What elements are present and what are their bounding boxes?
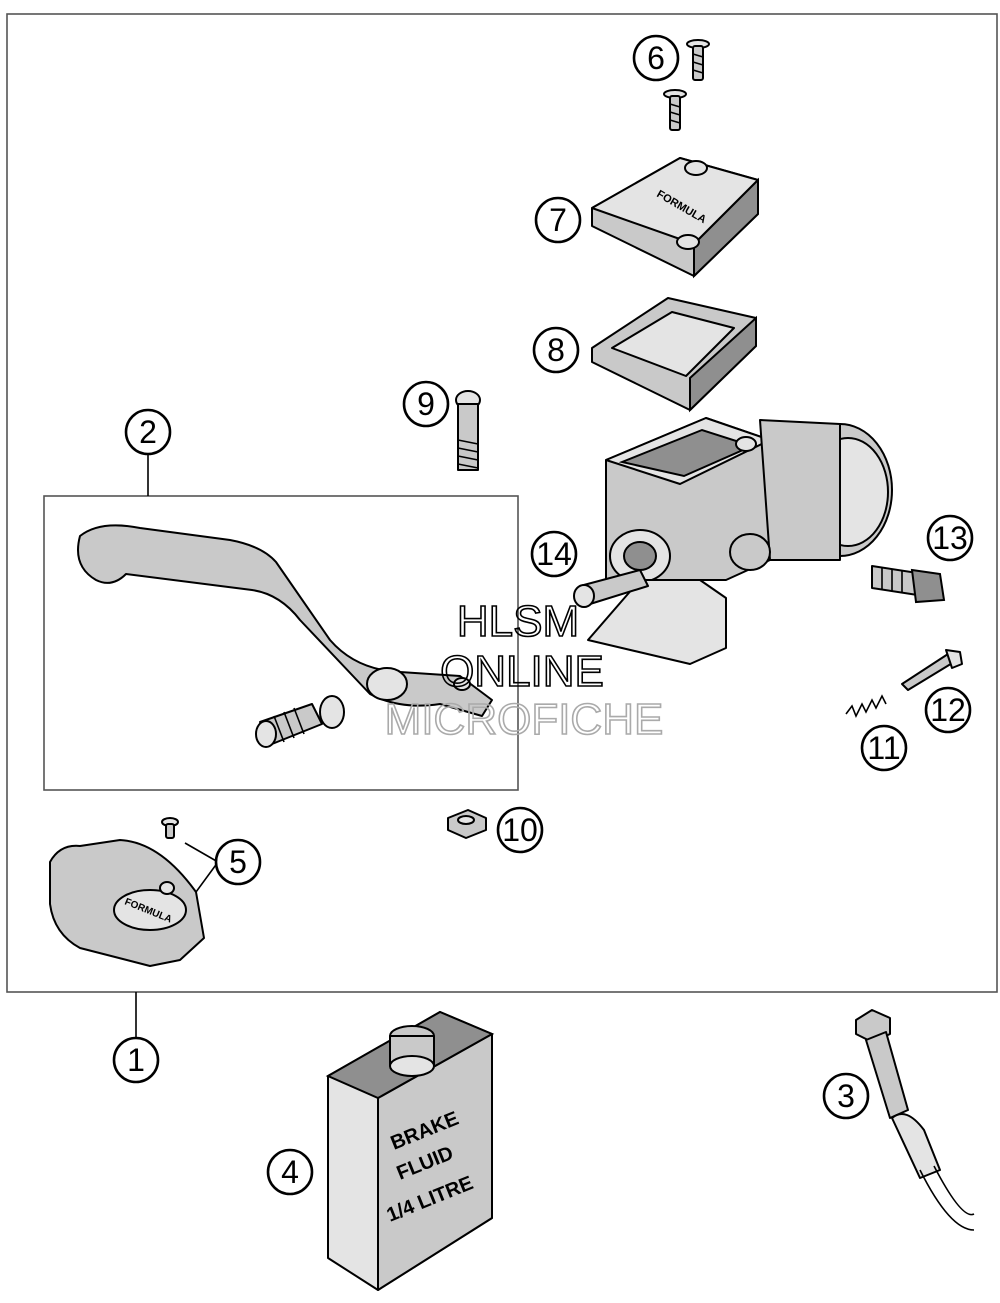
gasket-part-8 bbox=[591, 297, 757, 413]
push-rod-part-14 bbox=[573, 569, 649, 608]
callout-number: 3 bbox=[837, 1078, 855, 1114]
reservoir-cover-part-7: FORMULA bbox=[591, 157, 759, 279]
screw-part-6 bbox=[663, 39, 710, 131]
adjuster-part-13 bbox=[871, 565, 946, 604]
callout-number: 4 bbox=[281, 1154, 299, 1190]
callout-number: 1 bbox=[127, 1042, 145, 1078]
lever-subassembly-frame bbox=[43, 495, 519, 791]
callout-9: 9 bbox=[402, 380, 450, 428]
nut-part-10 bbox=[447, 809, 487, 839]
callout-14: 14 bbox=[530, 530, 578, 578]
callout-number: 13 bbox=[932, 520, 968, 556]
callout-number: 12 bbox=[930, 692, 966, 728]
brake-line-part-3 bbox=[855, 1009, 975, 1231]
callout-number: 8 bbox=[547, 332, 565, 368]
spring-part-11 bbox=[845, 694, 887, 718]
leader-lines bbox=[135, 452, 219, 1040]
watermark-line1: HLSM bbox=[457, 597, 579, 646]
callout-5: 5 bbox=[214, 838, 262, 886]
callout-4: 4 bbox=[266, 1148, 314, 1196]
watermark-line2: ONLINE bbox=[440, 647, 604, 696]
callout-number: 7 bbox=[549, 202, 567, 238]
callout-number: 6 bbox=[647, 40, 665, 76]
callout-11: 11 bbox=[860, 724, 908, 772]
callout-12: 12 bbox=[924, 686, 972, 734]
brake-fluid-bottle-part-4: BRAKE FLUID 1/4 LITRE bbox=[325, 1010, 495, 1291]
callout-1: 1 bbox=[112, 1036, 160, 1084]
callout-10: 10 bbox=[496, 806, 544, 854]
master-cylinder-body bbox=[587, 417, 893, 665]
brake-lever-part-2 bbox=[77, 524, 493, 748]
callout-2: 2 bbox=[124, 408, 172, 456]
callout-number: 9 bbox=[417, 386, 435, 422]
watermark-line3: MICROFICHE bbox=[385, 695, 664, 744]
callout-number: 11 bbox=[867, 730, 900, 766]
bolt-part-9 bbox=[455, 390, 481, 471]
callout-8: 8 bbox=[532, 326, 580, 374]
callout-number: 2 bbox=[139, 414, 157, 450]
callout-6: 6 bbox=[632, 34, 680, 82]
callout-7: 7 bbox=[534, 196, 582, 244]
watermark: HLSM ONLINE MICROFICHE bbox=[384, 596, 664, 745]
clamp-cover-part-5: FORMULA bbox=[49, 817, 205, 967]
screw-part-12 bbox=[901, 649, 963, 691]
assembly-frame bbox=[6, 13, 998, 993]
callout-3: 3 bbox=[822, 1072, 870, 1120]
callout-number: 10 bbox=[502, 812, 538, 848]
callout-number: 5 bbox=[229, 844, 247, 880]
callout-13: 13 bbox=[926, 514, 974, 562]
callout-number: 14 bbox=[536, 536, 572, 572]
